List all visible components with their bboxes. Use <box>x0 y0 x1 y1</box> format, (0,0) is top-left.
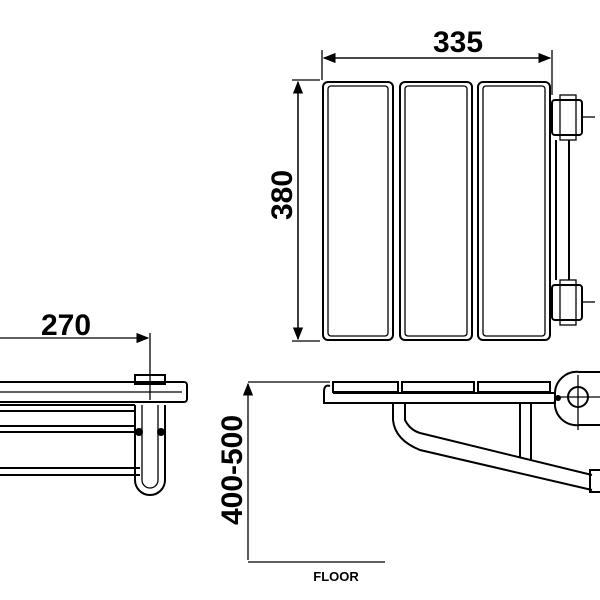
dimension-width: 335 <box>433 26 483 59</box>
dimension-side-depth: 270 <box>41 309 91 342</box>
wall-bracket <box>551 94 595 326</box>
seat-slat <box>322 81 394 341</box>
side-view-open: 400-500 FLOOR <box>216 370 600 584</box>
side-view-folded: 270 <box>0 309 188 496</box>
floor-label: FLOOR <box>313 569 359 584</box>
dimension-depth: 380 <box>266 170 299 220</box>
top-view: 335 380 <box>266 26 595 342</box>
seat-slat <box>477 81 551 341</box>
seat-slat <box>399 81 473 341</box>
dimension-height: 400-500 <box>216 415 249 525</box>
